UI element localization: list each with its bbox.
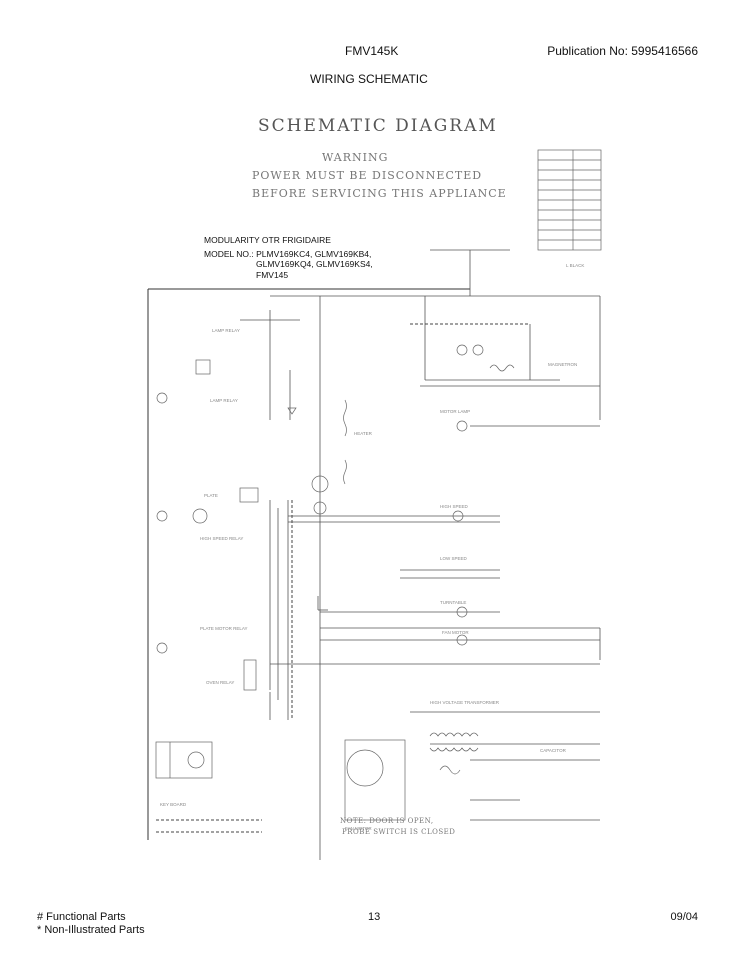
svg-text:PLATE: PLATE: [204, 493, 218, 498]
warning-line-3: BEFORE SERVICING THIS APPLIANCE: [252, 187, 507, 200]
non-illustrated-parts-legend: * Non-Illustrated Parts: [37, 924, 145, 936]
page-subtitle: WIRING SCHEMATIC: [310, 72, 428, 86]
svg-text:MAGNETRON: MAGNETRON: [548, 362, 577, 367]
page-number: 13: [368, 911, 381, 923]
svg-text:HEATER: HEATER: [354, 431, 373, 436]
model-number: FMV145K: [345, 44, 399, 58]
svg-text:NOTE: DOOR IS OPEN,: NOTE: DOOR IS OPEN,: [340, 817, 434, 825]
svg-text:CAPACITOR: CAPACITOR: [540, 748, 567, 753]
model-block-line-1: MODULARITY OTR FRIGIDAIRE: [204, 235, 331, 245]
svg-text:TURNTABLE: TURNTABLE: [440, 600, 466, 605]
svg-text:HIGH SPEED: HIGH SPEED: [440, 504, 469, 509]
svg-text:FAN MOTOR: FAN MOTOR: [345, 826, 372, 831]
svg-text:MOTOR LAMP: MOTOR LAMP: [440, 409, 470, 414]
functional-parts-legend: # Functional Parts: [37, 911, 126, 923]
publication-date: 09/04: [670, 911, 698, 923]
model-block-line-2: MODEL NO.: PLMV169KC4, GLMV169KB4,: [204, 249, 371, 259]
schematic-wiring: L BLACK MAGNETRON MOTOR LAMP HEATER LAMP…: [147, 249, 601, 860]
svg-text:L BLACK: L BLACK: [566, 263, 584, 268]
svg-text:LAMP RELAY: LAMP RELAY: [212, 328, 240, 333]
svg-text:LOW SPEED: LOW SPEED: [440, 556, 468, 561]
svg-text:PLATE MOTOR RELAY: PLATE MOTOR RELAY: [200, 626, 248, 631]
publication-number: Publication No: 5995416566: [547, 44, 698, 58]
color-code-table: [537, 149, 602, 251]
model-block-line-3: GLMV169KQ4, GLMV169KS4,: [256, 259, 373, 269]
model-block-line-4: FMV145: [256, 270, 288, 280]
svg-text:FAN MOTOR: FAN MOTOR: [442, 630, 469, 635]
svg-text:KEY BOARD: KEY BOARD: [160, 802, 187, 807]
warning-line-2: POWER MUST BE DISCONNECTED: [252, 169, 482, 182]
warning-line-1: WARNING: [322, 151, 388, 164]
svg-text:HIGH VOLTAGE TRANSFORMER: HIGH VOLTAGE TRANSFORMER: [430, 700, 500, 705]
svg-text:HIGH SPEED RELAY: HIGH SPEED RELAY: [200, 536, 243, 541]
probe-switch-note: PROBE SWITCH IS CLOSED: [342, 828, 455, 836]
diagram-title: SCHEMATIC DIAGRAM: [258, 116, 498, 136]
svg-text:OVEN RELAY: OVEN RELAY: [206, 680, 234, 685]
svg-text:LAMP RELAY: LAMP RELAY: [210, 398, 238, 403]
